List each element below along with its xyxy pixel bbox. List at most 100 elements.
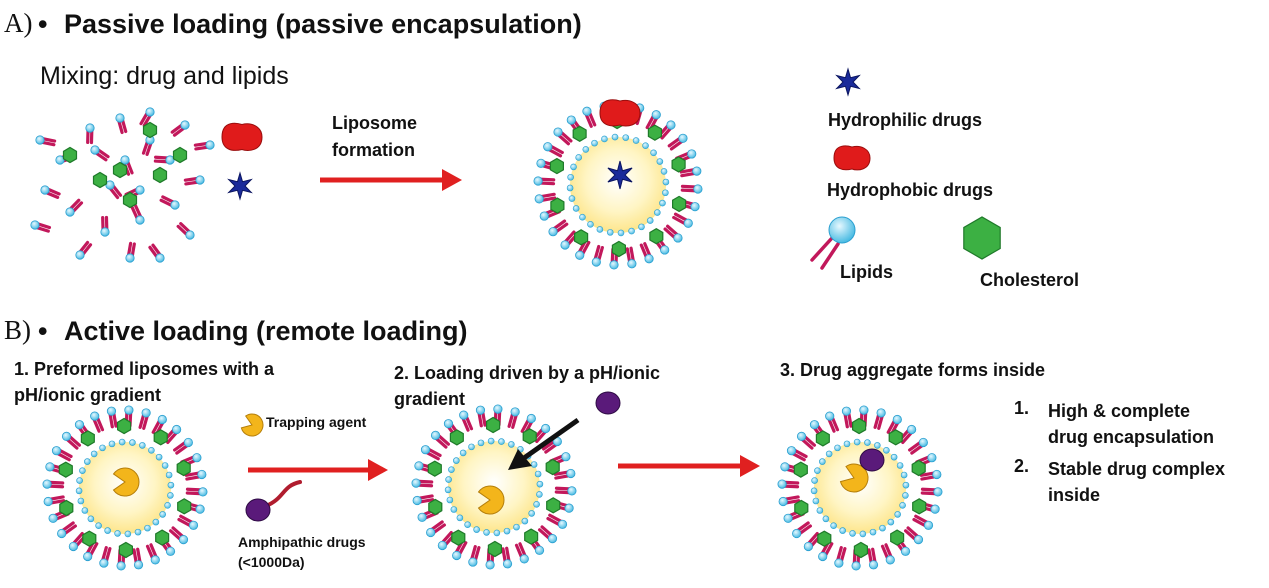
inner-lipid-head (650, 149, 657, 157)
lipid-molecule (553, 468, 576, 480)
drug-entry-arrow (508, 417, 580, 470)
legend-trapping-agent-icon (240, 413, 264, 437)
inner-lipid-head (822, 515, 830, 523)
cholesterol-molecule (793, 461, 808, 478)
inner-lipid-head (498, 438, 505, 445)
legend-cholesterol-icon (963, 216, 1001, 260)
inner-lipid-head (493, 529, 501, 537)
lipid-molecule (115, 113, 128, 135)
cholesterol-molecule (611, 240, 627, 258)
lipid-molecule (543, 142, 564, 158)
lipid-molecule (534, 192, 557, 204)
lipid-molecule (672, 212, 693, 228)
cholesterol-molecule (176, 459, 191, 477)
inner-lipid-head (134, 528, 142, 536)
inner-lipid-head (628, 227, 635, 235)
inner-lipid-head (95, 522, 102, 529)
lipid-molecule (680, 184, 703, 194)
cholesterol-molecule (524, 528, 539, 545)
lipid-molecule (778, 495, 801, 507)
lipid-molecule (908, 437, 928, 455)
lipid-molecule (554, 486, 577, 496)
lipid-molecule (459, 410, 474, 432)
result-2-number: 2. (1014, 456, 1030, 476)
lipid-molecule (796, 431, 817, 450)
legend-lipids-label: Lipids (840, 262, 893, 282)
lipid-molecule (591, 244, 604, 267)
lipid-molecule (533, 176, 556, 186)
lipid-molecule (132, 547, 144, 570)
lipid-molecule (553, 127, 573, 146)
panel-a-subtitle: Mixing: drug and lipids (40, 62, 289, 90)
lipid-molecule (90, 411, 105, 433)
inner-lipid-head (869, 528, 877, 536)
inner-lipid-head (662, 189, 669, 197)
lipid-molecule (546, 513, 568, 529)
cholesterol-molecule (449, 429, 464, 446)
cholesterol-molecule (172, 146, 188, 164)
panel-b-bullet: • (38, 316, 48, 346)
inner-lipid-head (902, 492, 909, 499)
inner-lipid-head (567, 173, 574, 181)
liposome-formation-label: Liposome formation (332, 113, 418, 160)
inner-lipid-head (596, 226, 604, 233)
lipid-molecule (61, 431, 82, 450)
lipid-molecule (825, 411, 840, 433)
lipid-molecule (468, 545, 481, 567)
inner-lipid-head (811, 477, 818, 484)
inner-lipid-head (843, 440, 851, 448)
inner-lipid-head (638, 223, 645, 231)
inner-lipid-head (900, 471, 908, 479)
lipid-molecule (159, 195, 180, 210)
lipid-molecule (507, 407, 520, 429)
cholesterol-molecule (59, 499, 74, 517)
cholesterol-molecule (550, 197, 565, 214)
inner-lipid-head (601, 135, 608, 143)
lipid-molecule (141, 135, 155, 156)
inner-lipid-head (536, 491, 543, 498)
inner-lipid-head (473, 526, 480, 533)
inner-lipid-head (572, 205, 580, 212)
inner-lipid-head (450, 506, 458, 513)
inner-lipid-head (77, 497, 85, 505)
inner-lipid-head (167, 481, 175, 489)
inner-lipid-head (159, 511, 166, 518)
preformed-liposome (42, 405, 208, 571)
cholesterol-molecule (153, 429, 168, 446)
cholesterol-molecule (428, 498, 443, 516)
lipid-molecule (898, 424, 917, 445)
amphipathic-drug-outside (595, 391, 621, 415)
inner-lipid-head (879, 524, 886, 532)
inner-lipid-head (513, 523, 520, 531)
lipid-molecule (582, 106, 597, 128)
lipid-molecule (57, 521, 77, 539)
lipid-molecule (777, 479, 800, 489)
inner-lipid-head (76, 477, 83, 484)
inner-lipid-head (468, 443, 475, 451)
inner-lipid-head (487, 437, 495, 445)
step-3-text: 3. Drug aggregate forms inside (780, 360, 1046, 380)
membrane-hydrophobic-drug (599, 99, 641, 127)
lipid-molecule (792, 521, 812, 539)
lipid-molecule (420, 445, 442, 461)
lipid-molecule (920, 487, 943, 497)
cholesterol-molecule (888, 429, 903, 446)
lipid-molecule (30, 220, 52, 233)
loading-arrow (248, 459, 388, 481)
inner-lipid-head (656, 158, 664, 165)
inner-lipid-head (90, 450, 98, 458)
lipid-molecule (145, 543, 160, 565)
lipid-molecule (99, 546, 112, 568)
scattered-lipids-cluster (30, 107, 215, 263)
inner-lipid-head (152, 518, 160, 526)
lipid-molecule (880, 543, 895, 565)
lipid-molecule (40, 185, 61, 199)
inner-lipid-head (503, 527, 511, 535)
step-1-text: 1. Preformed liposomes with a pH/ionic g… (14, 359, 275, 406)
lipid-molecule (430, 430, 451, 449)
inner-lipid-head (834, 444, 841, 452)
inner-lipid-head (883, 447, 890, 454)
cholesterol-molecule (112, 161, 128, 179)
inner-lipid-head (148, 447, 155, 454)
